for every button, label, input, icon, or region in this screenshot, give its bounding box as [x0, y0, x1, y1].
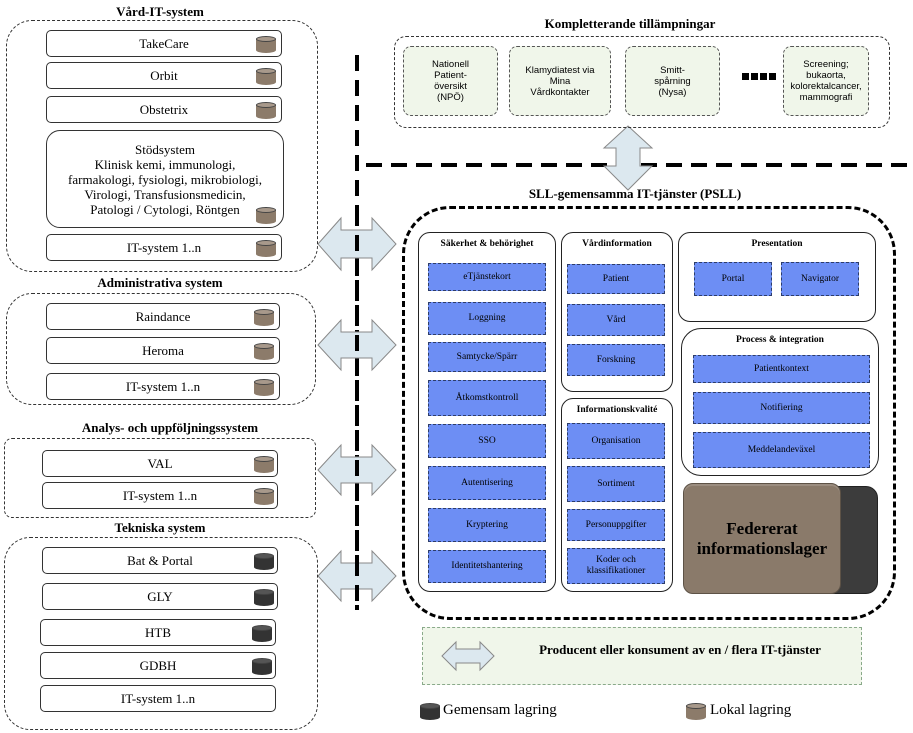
system-it-1n[interactable]: IT-system 1..n	[42, 482, 278, 509]
system-bat-portal[interactable]: Bat & Portal	[42, 547, 278, 574]
shared-storage-icon	[252, 658, 272, 675]
psll-title: SLL-gemensamma IT-tjänster (PSLL)	[528, 186, 742, 201]
system-gly[interactable]: GLY	[42, 583, 278, 610]
system-gdbh[interactable]: GDBH	[40, 652, 276, 679]
local-storage-icon	[254, 488, 274, 505]
stodsystem-line: Patologi / Cytologi, Röntgen	[90, 201, 240, 217]
service-notifiering[interactable]: Notifiering	[693, 392, 870, 424]
local-storage-icon	[256, 207, 276, 224]
service-forskning[interactable]: Forskning	[567, 344, 665, 376]
app-smittsparning[interactable]: Smitt-spårning(Nysa)	[625, 46, 720, 116]
panel-vardinformation-title: Vårdinformation	[582, 239, 652, 249]
panel-sakerhet-title: Säkerhet & behörighet	[440, 239, 534, 249]
service-organisation[interactable]: Organisation	[567, 423, 665, 459]
shared-storage-icon	[254, 553, 274, 570]
legend-shared-label: Gemensam lagring	[443, 702, 557, 718]
local-storage-icon	[686, 703, 706, 720]
service-patientkontext[interactable]: Patientkontext	[693, 355, 870, 383]
double-arrow-vertical	[602, 125, 654, 191]
service-sortiment[interactable]: Sortiment	[567, 466, 665, 502]
panel-presentation-title: Presentation	[751, 239, 803, 249]
service-patient[interactable]: Patient	[567, 264, 665, 294]
administrativa-group	[6, 293, 316, 405]
service-koder[interactable]: Koder och klassifikationer	[567, 548, 665, 584]
system-heroma[interactable]: Heroma	[46, 337, 280, 364]
local-storage-icon	[254, 456, 274, 473]
system-stodsystem[interactable]: Stödsystem Klinisk kemi, immunologi, far…	[46, 130, 284, 228]
shared-storage-icon	[254, 589, 274, 606]
panel-process-title: Process & integration	[736, 335, 824, 345]
analys-title: Analys- och uppföljningssystem	[81, 420, 259, 435]
service-atkomstkontroll[interactable]: Åtkomstkontroll	[428, 380, 546, 416]
system-obstetrix[interactable]: Obstetrix	[46, 96, 282, 123]
service-meddelandevaxel[interactable]: Meddelandeväxel	[693, 432, 870, 468]
vard-it-title: Vård-IT-system	[116, 4, 204, 19]
tekniska-group	[4, 537, 318, 730]
stodsystem-line: Virologi, Transfusionsmedicin,	[84, 186, 246, 202]
stodsystem-line: Klinisk kemi, immunologi,	[94, 156, 236, 172]
system-htb[interactable]: HTB	[40, 619, 276, 646]
service-personuppgifter[interactable]: Personuppgifter	[567, 509, 665, 541]
service-loggning[interactable]: Loggning	[428, 302, 546, 335]
local-storage-icon	[254, 309, 274, 326]
kompletterande-group	[394, 36, 890, 128]
analys-group	[4, 438, 316, 518]
stodsystem-line: farmakologi, fysiologi, mikrobiologi,	[68, 171, 262, 187]
system-takecare[interactable]: TakeCare	[46, 30, 282, 57]
system-it-1n[interactable]: IT-system 1..n	[46, 234, 282, 261]
federerat-line: informationslager	[696, 538, 828, 558]
service-kryptering[interactable]: Kryptering	[428, 508, 546, 542]
double-arrow-legend-icon	[441, 640, 495, 672]
more-dots-icon	[742, 73, 776, 83]
service-samtycke[interactable]: Samtycke/Spärr	[428, 342, 546, 372]
stodsystem-line: Stödsystem	[135, 141, 195, 157]
federerat-line: Federerat	[726, 518, 798, 538]
service-navigator[interactable]: Navigator	[781, 262, 859, 296]
legend-local-label: Lokal lagring	[710, 702, 792, 718]
service-sso[interactable]: SSO	[428, 424, 546, 458]
local-storage-icon	[256, 68, 276, 85]
producent-box	[422, 627, 862, 685]
vard-it-group	[6, 20, 318, 272]
service-vard[interactable]: Vård	[567, 304, 665, 336]
shared-storage-icon	[252, 625, 272, 642]
system-val[interactable]: VAL	[42, 450, 278, 477]
local-storage-icon	[254, 343, 274, 360]
local-storage-icon	[256, 36, 276, 53]
panel-informationskvalite-title: Informationskvalité	[576, 405, 658, 415]
local-storage-icon	[254, 379, 274, 396]
producent-text: Producent eller konsument av en / flera …	[539, 642, 821, 657]
service-portal[interactable]: Portal	[694, 262, 772, 296]
kompletterande-title: Kompletterande tillämpningar	[544, 16, 716, 31]
local-storage-icon	[256, 240, 276, 257]
system-it-1n[interactable]: IT-system 1..n	[40, 685, 276, 712]
tekniska-title: Tekniska system	[114, 520, 206, 535]
app-screening[interactable]: Screening;bukaorta,kolorektalcancer,mamm…	[783, 46, 869, 116]
psll-group	[402, 206, 896, 620]
service-identitetshantering[interactable]: Identitetshantering	[428, 550, 546, 583]
local-storage-icon	[256, 102, 276, 119]
federerat-informationslager[interactable]: Federerat informationslager	[683, 483, 841, 594]
shared-storage-icon	[420, 703, 440, 720]
administrativa-title: Administrativa system	[97, 275, 223, 290]
system-orbit[interactable]: Orbit	[46, 62, 282, 89]
service-autentisering[interactable]: Autentisering	[428, 466, 546, 500]
system-raindance[interactable]: Raindance	[46, 303, 280, 330]
system-it-1n[interactable]: IT-system 1..n	[46, 373, 280, 400]
service-etjanstekort[interactable]: eTjänstekort	[428, 263, 546, 291]
